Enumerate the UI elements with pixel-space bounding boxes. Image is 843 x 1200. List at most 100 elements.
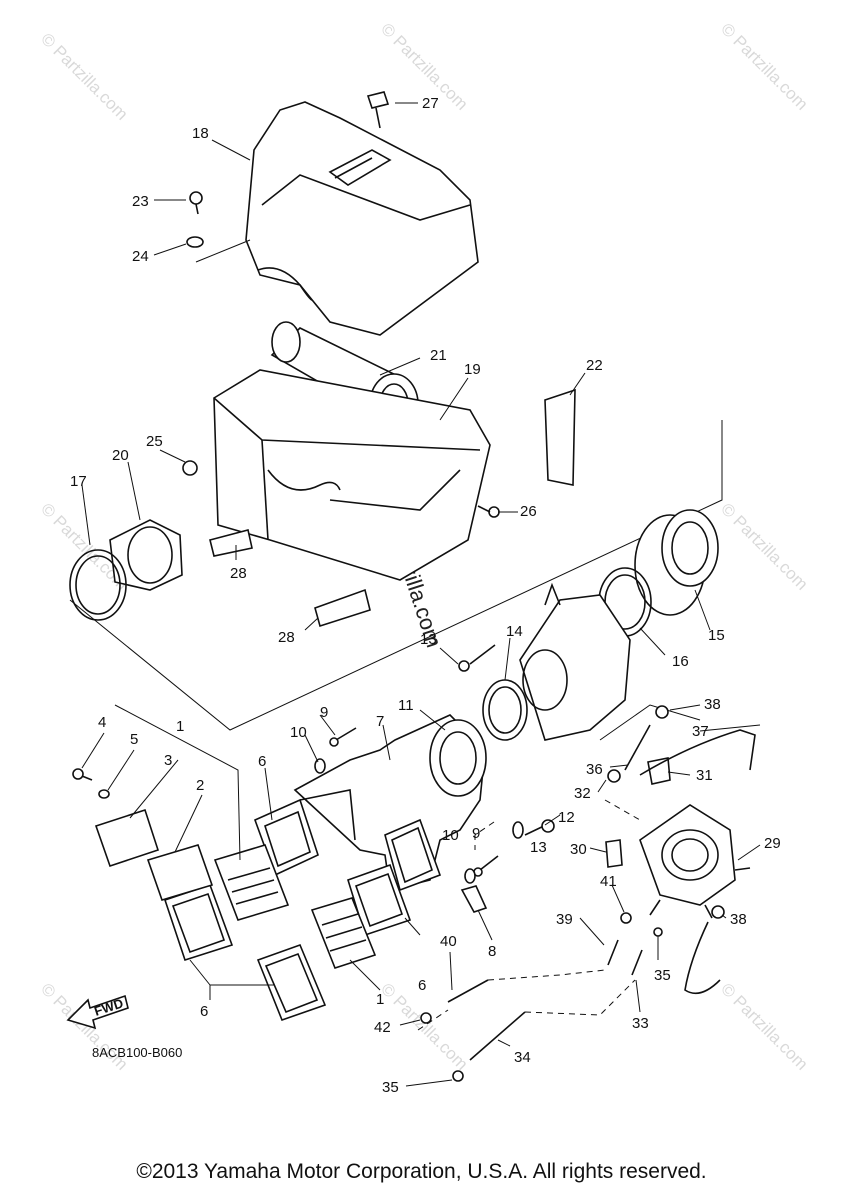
gasket-6 — [384, 818, 442, 892]
callout-12: 12 — [558, 809, 575, 826]
watermark: © Partzilla.com — [37, 29, 131, 123]
callout-38: 38 — [704, 696, 721, 713]
callout-28: 28 — [278, 629, 295, 646]
callout-6: 6 — [258, 753, 266, 770]
callout-22: 22 — [586, 357, 603, 374]
hose-34 — [469, 1011, 526, 1061]
gasket-6 — [256, 943, 327, 1022]
clamp-17 — [69, 549, 127, 621]
callout-35: 35 — [382, 1079, 399, 1096]
callout-1: 1 — [376, 991, 384, 1008]
callout-17: 17 — [70, 473, 87, 490]
callout-40: 40 — [440, 933, 457, 950]
callout-2: 2 — [196, 777, 204, 794]
hose-33 — [631, 949, 643, 976]
grommet-24 — [186, 236, 204, 248]
bolt-9 — [329, 727, 357, 747]
joint-20 — [109, 519, 183, 591]
callout-19: 19 — [464, 361, 481, 378]
callout-11: 11 — [398, 697, 414, 714]
callout-3: 3 — [164, 752, 172, 769]
callout-9: 9 — [320, 704, 328, 721]
nut-32 — [607, 769, 621, 783]
washer-5 — [98, 789, 110, 799]
carburetor — [519, 582, 701, 741]
hose-36 — [624, 724, 651, 771]
reed-stopper-2 — [146, 844, 214, 901]
callout-9: 9 — [472, 825, 480, 842]
callout-28: 28 — [230, 565, 247, 582]
copyright-notice: ©2013 Yamaha Motor Corporation, U.S.A. A… — [136, 1160, 707, 1183]
callout-35: 35 — [654, 967, 671, 984]
callout-7: 7 — [376, 713, 384, 730]
callout-10: 10 — [290, 724, 307, 741]
part-8 — [460, 885, 488, 913]
callout-8: 8 — [488, 943, 496, 960]
clip-38 — [711, 905, 725, 919]
callout-36: 36 — [586, 761, 603, 778]
clip-35 — [653, 927, 663, 937]
reed-petal-3 — [94, 808, 160, 868]
callout-39: 39 — [556, 911, 573, 928]
callout-33: 33 — [632, 1015, 649, 1032]
callout-14: 14 — [506, 623, 523, 640]
air-box-case — [213, 369, 491, 581]
callout-34: 34 — [514, 1049, 531, 1066]
callout-6: 6 — [418, 977, 426, 994]
clip-38 — [655, 705, 669, 719]
callout-5: 5 — [130, 731, 138, 748]
seal-22 — [544, 388, 576, 486]
bolt-9 — [473, 855, 499, 877]
diagram-code: 8ACB100-B060 — [92, 1045, 182, 1060]
callout-18: 18 — [192, 125, 209, 142]
bolt-13 — [458, 644, 496, 672]
callout-4: 4 — [98, 714, 106, 731]
hose-40 — [447, 979, 489, 1003]
callout-25: 25 — [146, 433, 163, 450]
washer-10 — [314, 758, 326, 774]
callout-42: 42 — [374, 1019, 391, 1036]
callout-23: 23 — [132, 193, 149, 210]
callout-24: 24 — [132, 248, 149, 265]
hose-route — [604, 799, 641, 821]
bolt-27 — [366, 91, 390, 129]
assembly-outline — [69, 420, 723, 731]
bracket-31 — [647, 757, 671, 785]
bolt-26 — [477, 505, 500, 518]
callout-10: 10 — [442, 827, 459, 844]
fwd-arrow: FWD — [66, 994, 129, 1030]
hose-37 — [639, 729, 756, 776]
nut-25 — [182, 460, 198, 476]
watermark: © Partzilla.com — [717, 979, 811, 1073]
screw-23 — [189, 191, 203, 215]
assembly-outline — [195, 239, 251, 263]
damper-28 — [209, 529, 253, 557]
bolt-12 — [524, 819, 555, 836]
joint-15 — [634, 509, 719, 616]
callout-6: 6 — [200, 1003, 208, 1020]
callout-27: 27 — [422, 95, 439, 112]
watermark: © Partzilla.com — [717, 19, 811, 113]
washer-10 — [464, 868, 476, 884]
air-box-cover — [245, 101, 479, 336]
watermark: © Partzilla.com — [717, 499, 811, 593]
callout-15: 15 — [708, 627, 725, 644]
intake-manifold — [293, 714, 487, 891]
clip-42 — [420, 1012, 432, 1024]
screw-4 — [72, 768, 93, 781]
washer-13 — [512, 821, 524, 839]
callout-32: 32 — [574, 785, 591, 802]
clamp-14 — [482, 679, 528, 741]
callout-26: 26 — [520, 503, 537, 520]
callout-29: 29 — [764, 835, 781, 852]
hose-38-loop — [684, 921, 721, 995]
callout-30: 30 — [570, 841, 587, 858]
damper-28 — [314, 588, 371, 628]
hose-route — [524, 979, 636, 1016]
callout-20: 20 — [112, 447, 129, 464]
callout-13: 13 — [420, 631, 437, 648]
callout-1: 1 — [176, 718, 184, 735]
callout-21: 21 — [430, 347, 447, 364]
clip-41 — [620, 912, 632, 924]
